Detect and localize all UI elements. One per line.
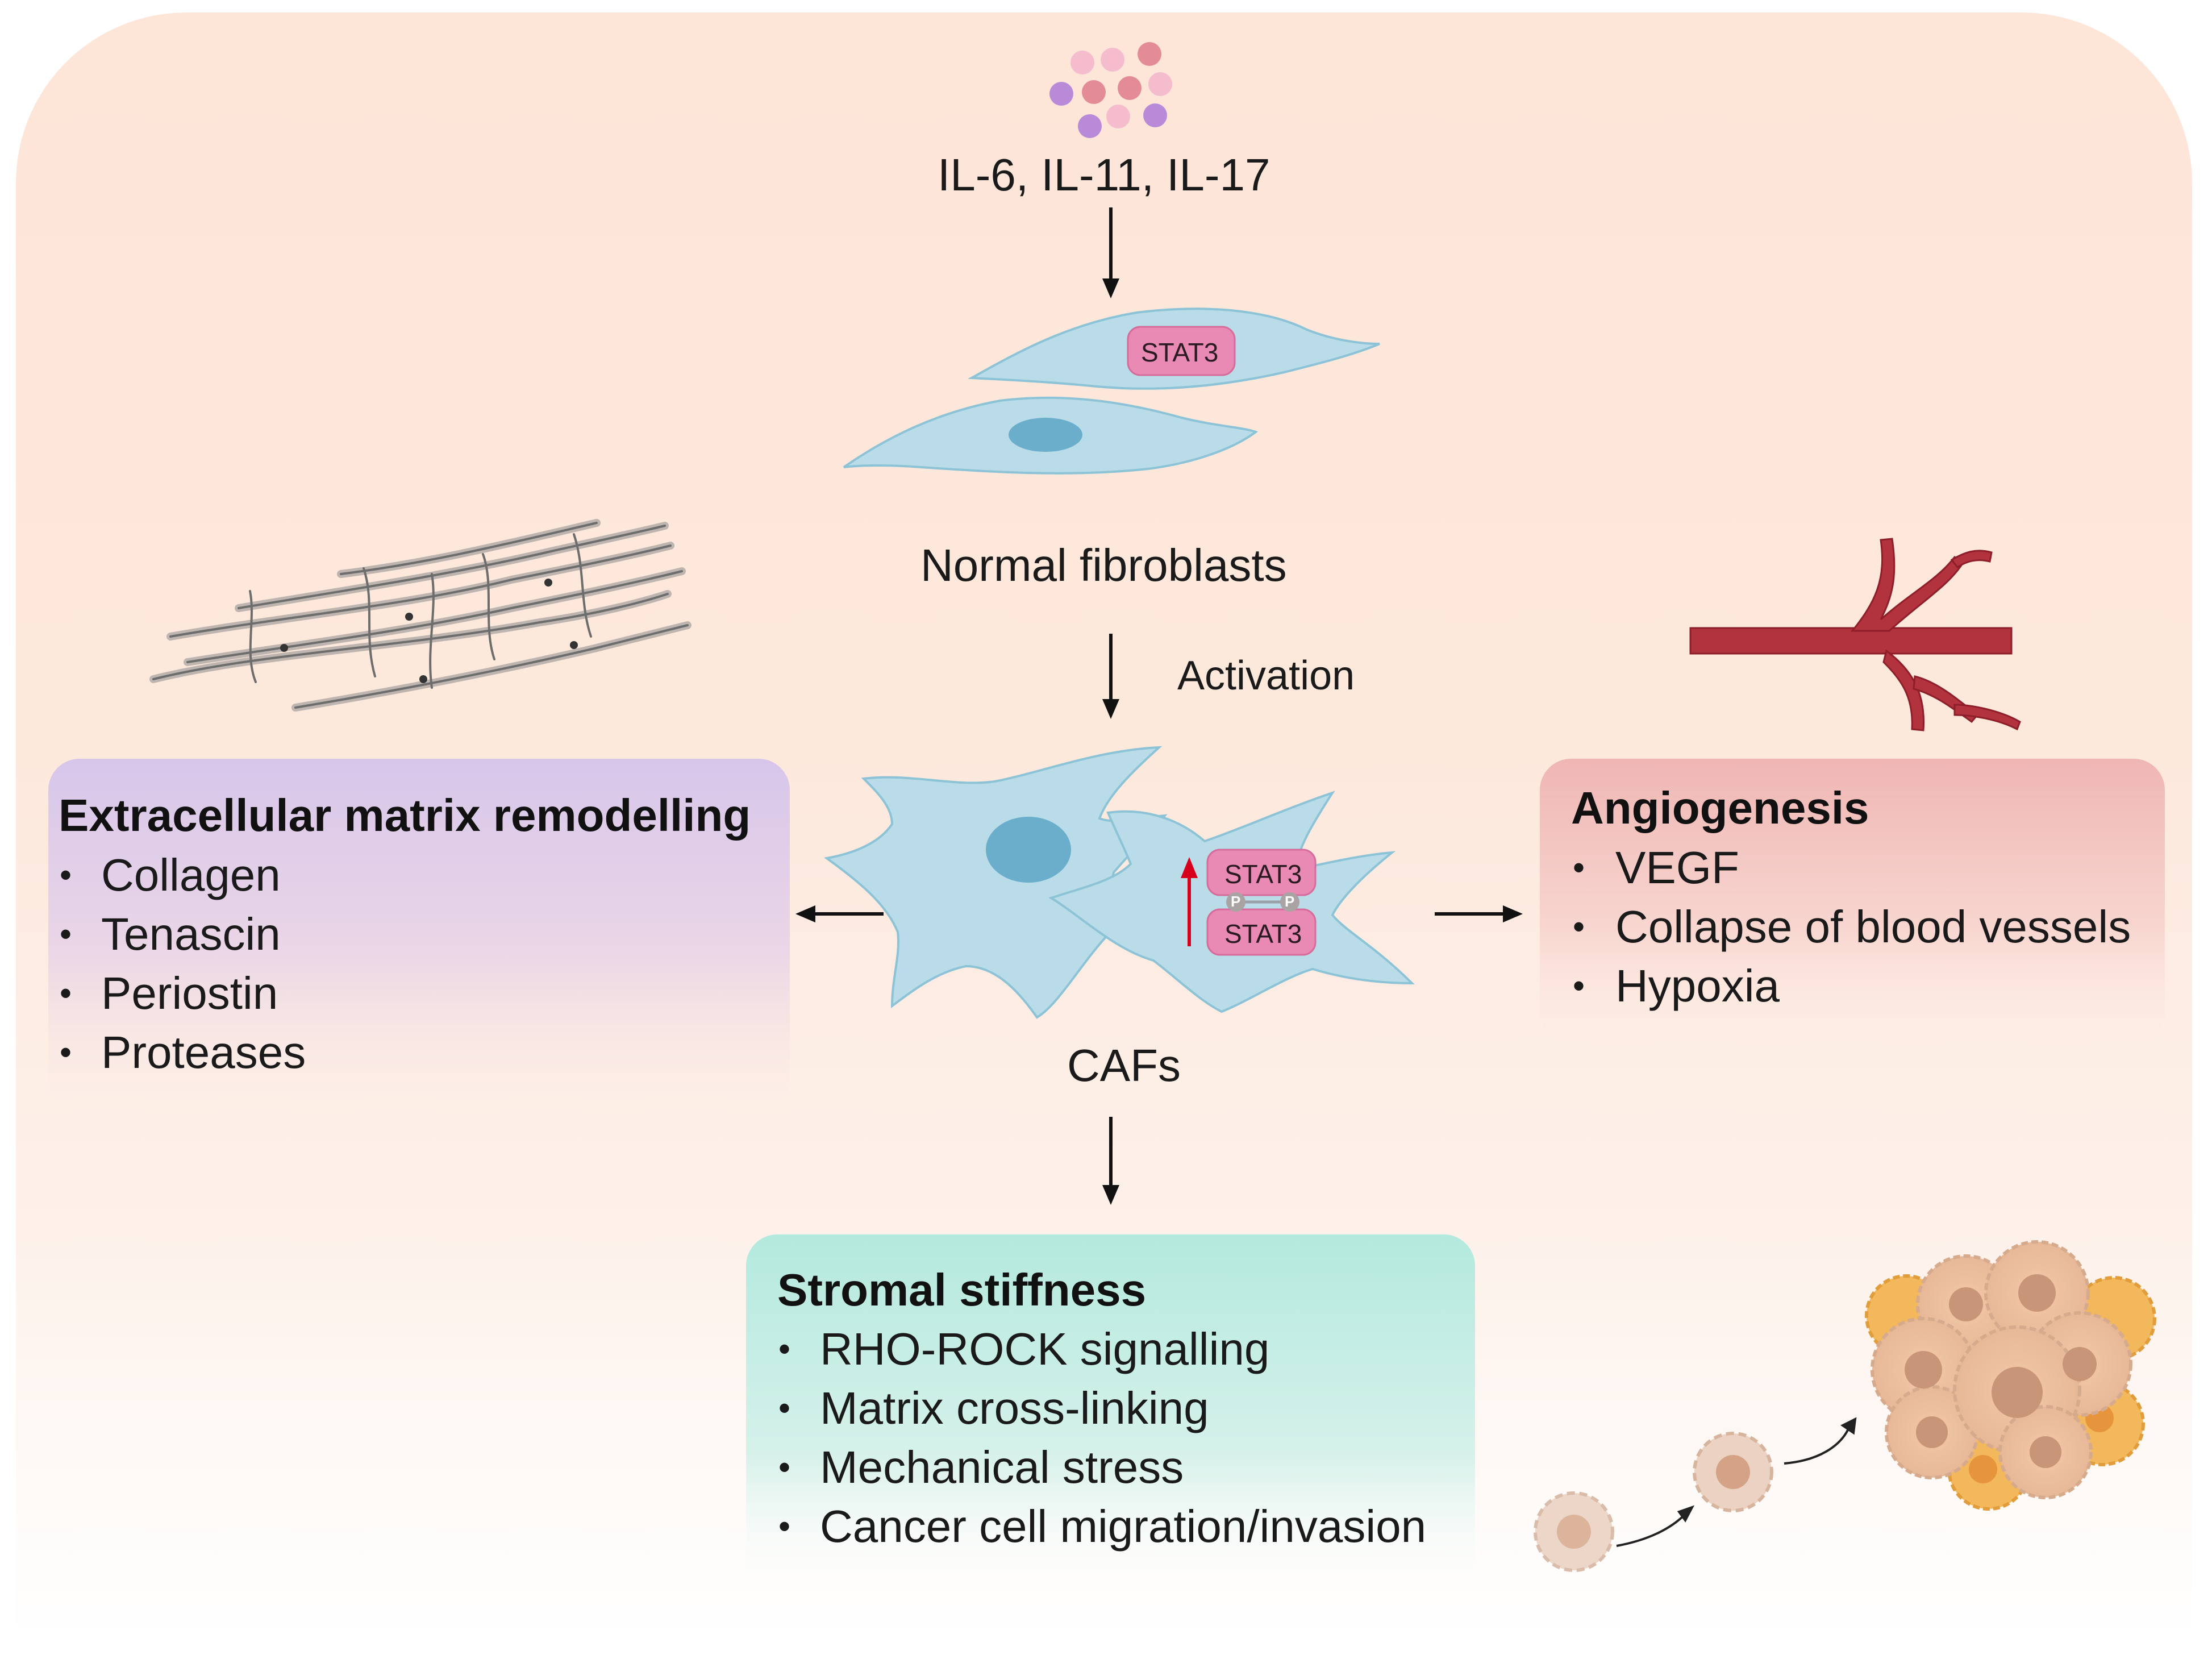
ecm-bullet-2: • — [60, 915, 72, 953]
stat3-badge-normal — [1127, 326, 1236, 376]
ecm-bullet-1: • — [60, 856, 72, 894]
upregulation-arrow-icon — [1181, 857, 1198, 946]
angio-item-vegf: VEGF — [1615, 842, 1739, 893]
ecm-bullet-4: • — [60, 1033, 72, 1071]
arrow-activation — [1102, 634, 1119, 719]
migrating-cell-1 — [1534, 1491, 1614, 1572]
stroma-bullet-1: • — [778, 1330, 791, 1368]
stat3-label-normal: STAT3 — [1141, 338, 1219, 367]
phospho-icon-right — [1280, 892, 1299, 912]
phospho-stat3-dimer — [1206, 849, 1317, 956]
stat3-badge-lower — [1206, 908, 1317, 956]
normal-fibroblast-cells — [843, 307, 1380, 475]
angio-item-collapse: Collapse of blood vessels — [1615, 901, 2131, 952]
stroma-bullet-4: • — [778, 1507, 791, 1545]
stroma-item-mechanical: Mechanical stress — [820, 1442, 1184, 1492]
stat3-badge-upper — [1206, 849, 1317, 896]
angiogenesis-title: Angiogenesis — [1571, 783, 1869, 833]
phospho-label-right: P — [1285, 893, 1295, 910]
stat3-label-lower: STAT3 — [1224, 919, 1302, 949]
ecm-bullet-3: • — [60, 974, 72, 1012]
stromal-stiffness-panel — [746, 1234, 1475, 1598]
nucleus-icon — [1009, 418, 1082, 452]
arrow-cafs-to-stroma — [1102, 1117, 1119, 1205]
stroma-item-cross-linking: Matrix cross-linking — [820, 1383, 1209, 1433]
collagen-fiber-icon — [149, 519, 691, 712]
phospho-label-left: P — [1231, 893, 1241, 910]
ecm-item-periostin: Periostin — [101, 968, 278, 1018]
ecm-item-tenascin: Tenascin — [101, 909, 281, 959]
cytokines-label: IL-6, IL-11, IL-17 — [938, 149, 1270, 200]
blood-vessel-icon — [1689, 538, 2021, 731]
tumor-cells-icon — [1534, 1240, 2156, 1572]
arrow-cafs-to-angiogenesis — [1435, 905, 1523, 922]
stat3-label-upper: STAT3 — [1224, 859, 1302, 889]
angio-item-hypoxia: Hypoxia — [1615, 961, 1780, 1011]
migration-arrows — [1616, 1417, 1857, 1547]
ecm-item-proteases: Proteases — [101, 1027, 306, 1078]
stroma-bullet-3: • — [778, 1448, 791, 1486]
stroma-item-migration: Cancer cell migration/invasion — [820, 1501, 1427, 1552]
ecm-title: Extracellular matrix remodelling — [59, 790, 751, 841]
angio-bullet-1: • — [1573, 849, 1585, 887]
tumor-mass — [1865, 1240, 2156, 1511]
angio-bullet-2: • — [1573, 908, 1585, 946]
migrating-cell-2 — [1693, 1432, 1773, 1512]
stroma-item-rho-rock: RHO-ROCK signalling — [820, 1324, 1270, 1374]
caf-nucleus-icon — [986, 817, 1071, 883]
caf-cell-left — [824, 746, 1168, 1019]
phospho-icon-left — [1226, 892, 1245, 912]
angiogenesis-panel — [1540, 759, 2165, 1043]
ecm-item-collagen: Collagen — [101, 850, 281, 900]
stroma-bullet-2: • — [778, 1389, 791, 1427]
normal-fibroblasts-label: Normal fibroblasts — [920, 540, 1287, 591]
cytokine-dots — [1049, 42, 1172, 138]
activation-label: Activation — [1177, 653, 1355, 698]
cafs-label: CAFs — [1067, 1040, 1181, 1091]
arrow-cafs-to-ecm — [795, 905, 884, 922]
stromal-stiffness-title: Stromal stiffness — [777, 1265, 1147, 1315]
caf-cells — [824, 746, 1415, 1019]
ecm-panel — [48, 759, 790, 1111]
arrow-cytokines-to-fibroblasts — [1102, 207, 1119, 298]
angio-bullet-3: • — [1573, 967, 1585, 1005]
